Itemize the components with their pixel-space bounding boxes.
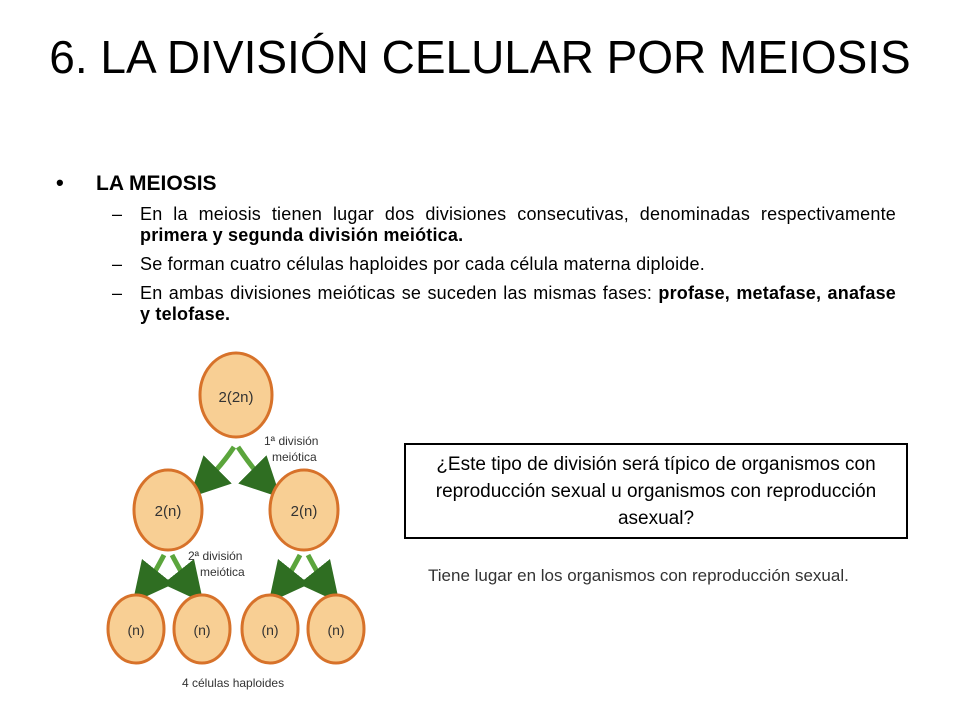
- haploid-cell: [106, 593, 166, 665]
- slide-content: • LA MEIOSIS – En la meiosis tienen luga…: [56, 170, 896, 333]
- haploid-cell-label: (n): [127, 622, 144, 638]
- parent-cell-label: 2(2n): [218, 389, 253, 406]
- subpoint-bold: primera y segunda división meiótica: [140, 225, 459, 245]
- parent-cell: [198, 351, 274, 439]
- subpoint-list: – En la meiosis tienen lugar dos divisio…: [112, 204, 896, 325]
- haploid-cell: [172, 593, 232, 665]
- dash-marker: –: [112, 204, 123, 224]
- division-arrow: [132, 553, 174, 603]
- dash-marker: –: [112, 283, 123, 303]
- daughter-cell-label: 2(n): [155, 503, 182, 520]
- division-arrow: [298, 553, 340, 603]
- diagram-caption: 4 células haploides: [182, 676, 284, 690]
- subpoint-text: En ambas divisiones meióticas se suceden…: [140, 283, 659, 303]
- slide-title: 6. LA DIVISIÓN CELULAR POR MEIOSIS: [49, 31, 911, 83]
- subpoint-text: Se forman cuatro células haploides por c…: [140, 254, 705, 274]
- second-division-label: 2ª división: [188, 549, 242, 563]
- question-box: ¿Este tipo de división será típico de or…: [404, 443, 908, 539]
- haploid-cell: [306, 593, 366, 665]
- daughter-cell: [268, 468, 340, 552]
- main-bullet: • LA MEIOSIS: [56, 170, 896, 196]
- bullet-heading: LA MEIOSIS: [96, 172, 217, 195]
- bullet-marker: •: [56, 170, 64, 195]
- subpoint-end: .: [458, 225, 464, 245]
- subpoint-end: .: [225, 304, 231, 324]
- division-arrow: [189, 445, 237, 498]
- subpoint: – En ambas divisiones meióticas se suced…: [112, 283, 896, 325]
- meiosis-diagram: 2(2n) 1ª división meiótica 2(n) 2(n) 2ª …: [106, 351, 366, 690]
- subpoint: – Se forman cuatro células haploides por…: [112, 254, 896, 275]
- dash-marker: –: [112, 254, 123, 274]
- division-arrow: [235, 445, 281, 498]
- second-division-label: meiótica: [200, 565, 245, 579]
- first-division-label: meiótica: [272, 450, 317, 464]
- subpoint: – En la meiosis tienen lugar dos divisio…: [112, 204, 896, 246]
- haploid-cell-label: (n): [193, 622, 210, 638]
- subpoint-text: En la meiosis tienen lugar dos divisione…: [140, 204, 896, 224]
- subpoint-bold: profase, metafase, anafase y telofase: [140, 283, 896, 324]
- haploid-cell-label: (n): [261, 622, 278, 638]
- daughter-cell-label: 2(n): [291, 503, 318, 520]
- haploid-cell: [240, 593, 300, 665]
- answer-text: Tiene lugar en los organismos con reprod…: [428, 566, 849, 585]
- first-division-label: 1ª división: [264, 434, 318, 448]
- haploid-cell-label: (n): [327, 622, 344, 638]
- division-arrow: [162, 553, 204, 603]
- daughter-cell: [132, 468, 204, 552]
- division-arrow: [268, 553, 310, 603]
